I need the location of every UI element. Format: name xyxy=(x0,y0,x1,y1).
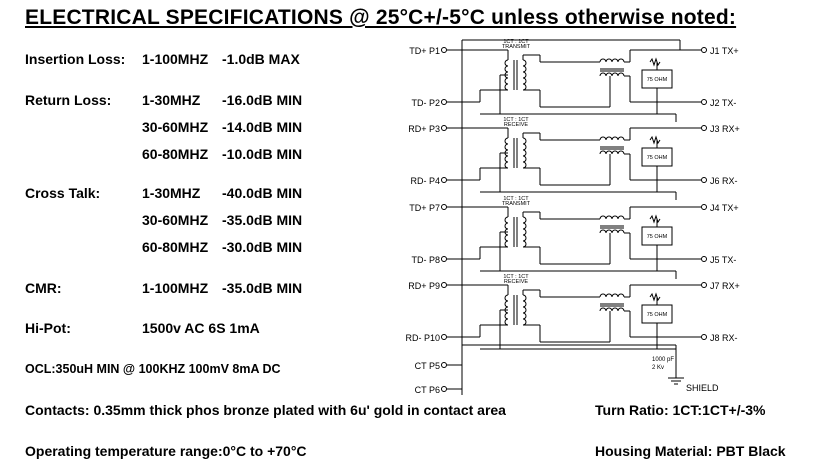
pin-label: RD- P10 xyxy=(405,333,440,343)
turn-ratio-spec: Turn Ratio: 1CT:1CT+/-3% xyxy=(595,402,766,418)
common-mode-choke xyxy=(599,215,625,220)
input-pin xyxy=(441,47,447,53)
pin-label: J5 TX- xyxy=(710,255,736,265)
transformer-ratio-label: 1CT : 1CT xyxy=(503,117,529,123)
resistor-label: 75 OHM xyxy=(647,77,668,83)
transformer-ratio-label: 1CT : 1CT xyxy=(503,196,529,202)
input-pin xyxy=(441,282,447,288)
common-mode-choke xyxy=(599,229,625,234)
transformer-ratio-label: 1CT : 1CT xyxy=(503,274,529,280)
pin-label: TD- P2 xyxy=(411,98,440,108)
resistor-label: 75 OHM xyxy=(647,312,668,318)
pin-label: J1 TX+ xyxy=(710,46,739,56)
pin-label: J4 TX+ xyxy=(710,203,739,213)
resistor-symbol xyxy=(649,292,661,302)
pin-label: TD- P8 xyxy=(411,255,440,265)
secondary-coil xyxy=(522,137,527,169)
cross-talk-value-2: -35.0dB MIN xyxy=(222,212,303,228)
input-pin xyxy=(441,256,447,262)
hipot-label: Hi-Pot: xyxy=(25,320,71,336)
temp-range-spec: Operating temperature range:0°C to +70°C xyxy=(25,443,307,459)
output-pin xyxy=(701,177,707,183)
resistor-symbol xyxy=(649,57,661,67)
output-pin xyxy=(701,99,707,105)
return-loss-value-1: -16.0dB MIN xyxy=(222,92,303,108)
transformer-type-label: RECEIVE xyxy=(504,122,528,128)
return-loss-value-3: -10.0dB MIN xyxy=(222,146,303,162)
input-pin xyxy=(441,204,447,210)
insertion-loss-freq: 1-100MHZ xyxy=(142,51,209,67)
insertion-loss-label: Insertion Loss: xyxy=(25,51,126,67)
common-mode-choke xyxy=(599,58,625,63)
pin-label: J8 RX- xyxy=(710,333,738,343)
cross-talk-label: Cross Talk: xyxy=(25,185,101,201)
output-pin xyxy=(701,125,707,131)
cross-talk-freq-3: 60-80MHZ xyxy=(142,239,209,255)
pin-label: J3 RX+ xyxy=(710,124,740,134)
page-title: ELECTRICAL SPECIFICATIONS @ 25°C+/-5°C u… xyxy=(25,6,737,29)
common-mode-choke xyxy=(599,307,625,312)
pin-label: TD+ P1 xyxy=(409,46,440,56)
output-pin xyxy=(701,282,707,288)
pin-label: RD+ P3 xyxy=(408,124,440,134)
cross-talk-value-3: -30.0dB MIN xyxy=(222,239,303,255)
pin-label: TD+ P7 xyxy=(409,203,440,213)
pin-label: J2 TX- xyxy=(710,98,736,108)
transformer-type-label: TRANSMIT xyxy=(502,44,531,50)
pin-label: CT P5 xyxy=(415,361,440,371)
secondary-coil xyxy=(522,216,527,248)
common-mode-choke xyxy=(599,136,625,141)
common-mode-choke xyxy=(599,150,625,155)
ocl-spec: OCL:350uH MIN @ 100KHZ 100mV 8mA DC xyxy=(25,362,281,376)
contacts-spec: Contacts: 0.35mm thick phos bronze plate… xyxy=(25,402,506,418)
pin-label: RD- P4 xyxy=(410,176,440,186)
capacitor-value: 1000 pF xyxy=(652,357,674,363)
resistor-label: 75 OHM xyxy=(647,234,668,240)
cross-talk-value-1: -40.0dB MIN xyxy=(222,185,303,201)
output-pin xyxy=(701,256,707,262)
ct-pin xyxy=(441,386,447,392)
return-loss-freq-3: 60-80MHZ xyxy=(142,146,209,162)
housing-spec: Housing Material: PBT Black xyxy=(595,443,786,459)
transformer-type-label: TRANSMIT xyxy=(502,201,531,207)
output-pin xyxy=(701,334,707,340)
input-pin xyxy=(441,99,447,105)
pin-label: RD+ P9 xyxy=(408,281,440,291)
cmr-value: -35.0dB MIN xyxy=(222,280,303,296)
common-mode-choke xyxy=(599,72,625,77)
insertion-loss-value: -1.0dB MAX xyxy=(222,51,300,67)
return-loss-freq-1: 1-30MHZ xyxy=(142,92,201,108)
shield-label: SHIELD xyxy=(686,383,719,393)
cross-talk-freq-2: 30-60MHZ xyxy=(142,212,209,228)
pin-label: J6 RX- xyxy=(710,176,738,186)
capacitor-voltage: 2 Kv xyxy=(652,365,664,371)
input-pin xyxy=(441,334,447,340)
input-pin xyxy=(441,177,447,183)
ct-pin xyxy=(441,362,447,368)
transformer-type-label: RECEIVE xyxy=(504,279,528,285)
hipot-value: 1500v AC 6S 1mA xyxy=(142,320,260,336)
output-pin xyxy=(701,204,707,210)
resistor-label: 75 OHM xyxy=(647,155,668,161)
return-loss-value-2: -14.0dB MIN xyxy=(222,119,303,135)
secondary-coil xyxy=(522,59,527,91)
input-pin xyxy=(441,125,447,131)
output-pin xyxy=(701,47,707,53)
pin-label: J7 RX+ xyxy=(710,281,740,291)
transformer-ratio-label: 1CT : 1CT xyxy=(503,39,529,45)
resistor-symbol xyxy=(649,214,661,224)
common-mode-choke xyxy=(599,293,625,298)
cmr-label: CMR: xyxy=(25,280,62,296)
cross-talk-freq-1: 1-30MHZ xyxy=(142,185,201,201)
return-loss-freq-2: 30-60MHZ xyxy=(142,119,209,135)
pin-label: CT P6 xyxy=(415,385,440,395)
return-loss-label: Return Loss: xyxy=(25,92,112,108)
secondary-coil xyxy=(522,294,527,326)
resistor-symbol xyxy=(649,135,661,145)
cmr-freq: 1-100MHZ xyxy=(142,280,209,296)
